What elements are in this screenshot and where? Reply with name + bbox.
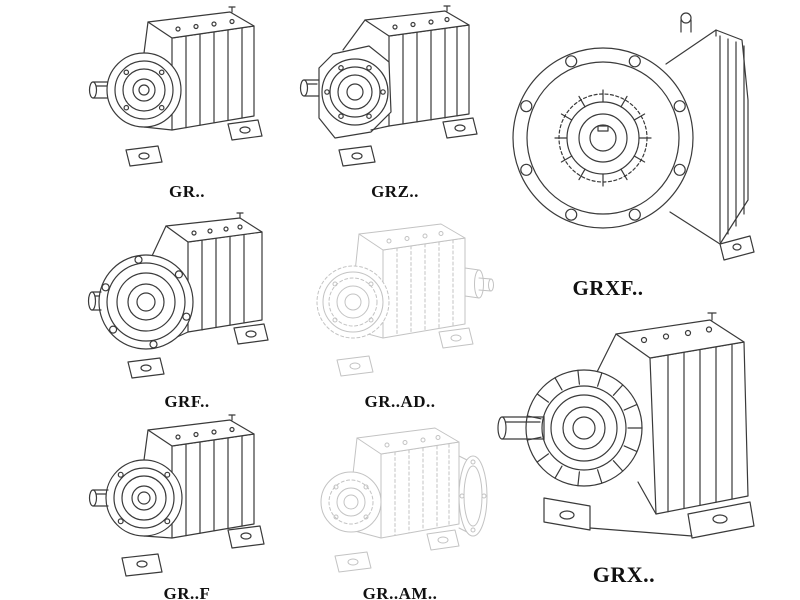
- gearbox-body: [350, 427, 460, 539]
- mounting-flange: [98, 254, 194, 350]
- figure-grad: GR..AD..: [295, 210, 505, 411]
- gearbox-body: [665, 12, 749, 245]
- figure-grx-label: GRX..: [592, 562, 656, 587]
- figure-grf-label: GRF..: [164, 392, 210, 411]
- output-shaft: [299, 79, 320, 97]
- figure-grxf-label: GRXF..: [572, 276, 644, 300]
- grx-drawing: [497, 312, 755, 539]
- grf-drawing: [87, 212, 269, 379]
- mounting-feet: [543, 497, 755, 539]
- breather-plug: [236, 212, 244, 219]
- mounting-feet: [127, 323, 269, 379]
- keyway: [597, 125, 609, 132]
- grad-drawing: [316, 223, 494, 377]
- grxf-drawing: [512, 12, 755, 261]
- mounting-feet: [719, 235, 755, 261]
- figure-gram-label: GR..AM..: [362, 584, 438, 600]
- figure-grxf: GRXF..: [498, 0, 798, 302]
- breather-plug: [228, 414, 236, 421]
- mounting-feet: [121, 525, 265, 577]
- gram-drawing: [320, 427, 488, 573]
- gearbox-body: [151, 212, 263, 343]
- bearing-face: [554, 89, 652, 187]
- gearbox-body: [143, 414, 255, 539]
- gearbox-body: [595, 312, 749, 515]
- mounting-flange: [512, 47, 694, 229]
- gearbox-body: [143, 6, 255, 131]
- output-shaft: [88, 81, 110, 99]
- breather-plug: [707, 312, 717, 321]
- mounting-feet: [338, 117, 478, 167]
- grdotf-drawing: [88, 414, 265, 577]
- figure-grad-label: GR..AD..: [364, 392, 436, 411]
- figure-gr: GR..: [82, 4, 292, 210]
- bearing-face: [105, 459, 183, 537]
- figure-gram: GR..AM..: [295, 412, 505, 600]
- gr-drawing: [88, 6, 263, 167]
- figure-grdotf: GR..F: [82, 412, 292, 600]
- bearing-face: [525, 369, 643, 487]
- breather-plug: [228, 6, 236, 13]
- figure-grz-label: GRZ..: [371, 182, 419, 201]
- mounting-feet: [336, 327, 474, 377]
- bearing-face: [106, 262, 186, 342]
- figure-gr-label: GR..: [169, 182, 205, 201]
- bearing-face: [318, 19, 392, 139]
- bearing-face: [106, 52, 182, 128]
- input-adapter: [464, 267, 494, 299]
- figure-grdotf-label: GR..F: [163, 584, 211, 600]
- gearbox-body: [352, 223, 466, 339]
- bearing-face: [320, 471, 382, 533]
- bearing-face: [316, 265, 390, 339]
- lifting-lug: [680, 12, 692, 24]
- mounting-feet: [334, 529, 460, 573]
- breather-plug: [443, 5, 451, 12]
- output-flange: [458, 455, 488, 537]
- figure-grz: GRZ..: [295, 4, 495, 210]
- figure-grf: GRF..: [82, 210, 292, 411]
- grz-drawing: [299, 5, 478, 167]
- output-shaft: [497, 415, 545, 441]
- output-shaft: [87, 291, 102, 311]
- mounting-feet: [125, 119, 263, 167]
- output-shaft: [88, 489, 109, 507]
- figure-grx: GRX..: [488, 300, 800, 600]
